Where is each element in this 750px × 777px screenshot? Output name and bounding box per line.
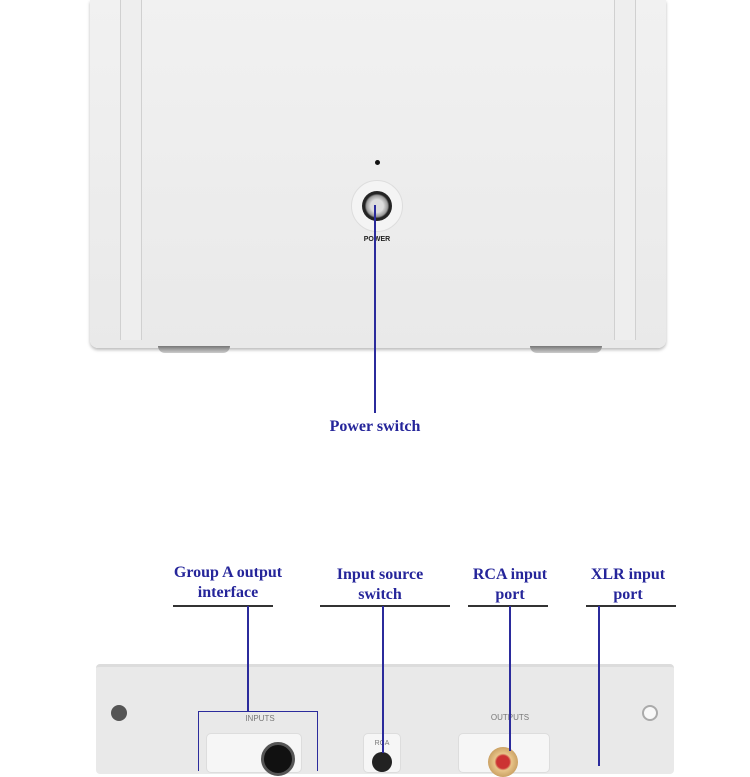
foot-right bbox=[530, 346, 602, 353]
input-source-underline bbox=[320, 605, 450, 607]
group-a-underline bbox=[173, 605, 273, 607]
xlr-callout-line bbox=[598, 606, 600, 766]
rca-callout-2: port bbox=[495, 586, 525, 603]
ground-terminal bbox=[642, 705, 658, 721]
power-led bbox=[375, 160, 380, 165]
xlr-callout-1: XLR input bbox=[590, 566, 666, 583]
rca-callout-line bbox=[509, 606, 511, 751]
input-source-switch[interactable] bbox=[372, 752, 392, 772]
screw-left bbox=[111, 705, 127, 721]
rca-input-port[interactable] bbox=[488, 747, 518, 777]
power-callout-line bbox=[374, 205, 376, 413]
xlr-callout-2: port bbox=[613, 586, 643, 603]
power-switch-callout: Power switch bbox=[329, 418, 421, 435]
group-a-callout-1: Group A output bbox=[173, 564, 283, 581]
input-source-callout-line bbox=[382, 606, 384, 753]
rca-underline bbox=[468, 605, 548, 607]
power-label: POWER bbox=[363, 236, 391, 243]
amplifier-front-panel bbox=[90, 0, 666, 348]
rca-callout-1: RCA input bbox=[472, 566, 548, 583]
group-a-callout-2: interface bbox=[197, 584, 259, 601]
group-a-callout-line bbox=[247, 606, 249, 711]
inputs-label: INPUTS bbox=[245, 714, 275, 723]
xlr-underline bbox=[586, 605, 676, 607]
case-edge-right bbox=[614, 0, 636, 340]
input-source-callout-1: Input source bbox=[336, 566, 424, 583]
case-edge-left bbox=[120, 0, 142, 340]
group-a-highlight-box bbox=[198, 711, 318, 771]
foot-left bbox=[158, 346, 230, 353]
power-button[interactable] bbox=[362, 191, 392, 221]
input-source-callout-2: switch bbox=[358, 586, 402, 603]
